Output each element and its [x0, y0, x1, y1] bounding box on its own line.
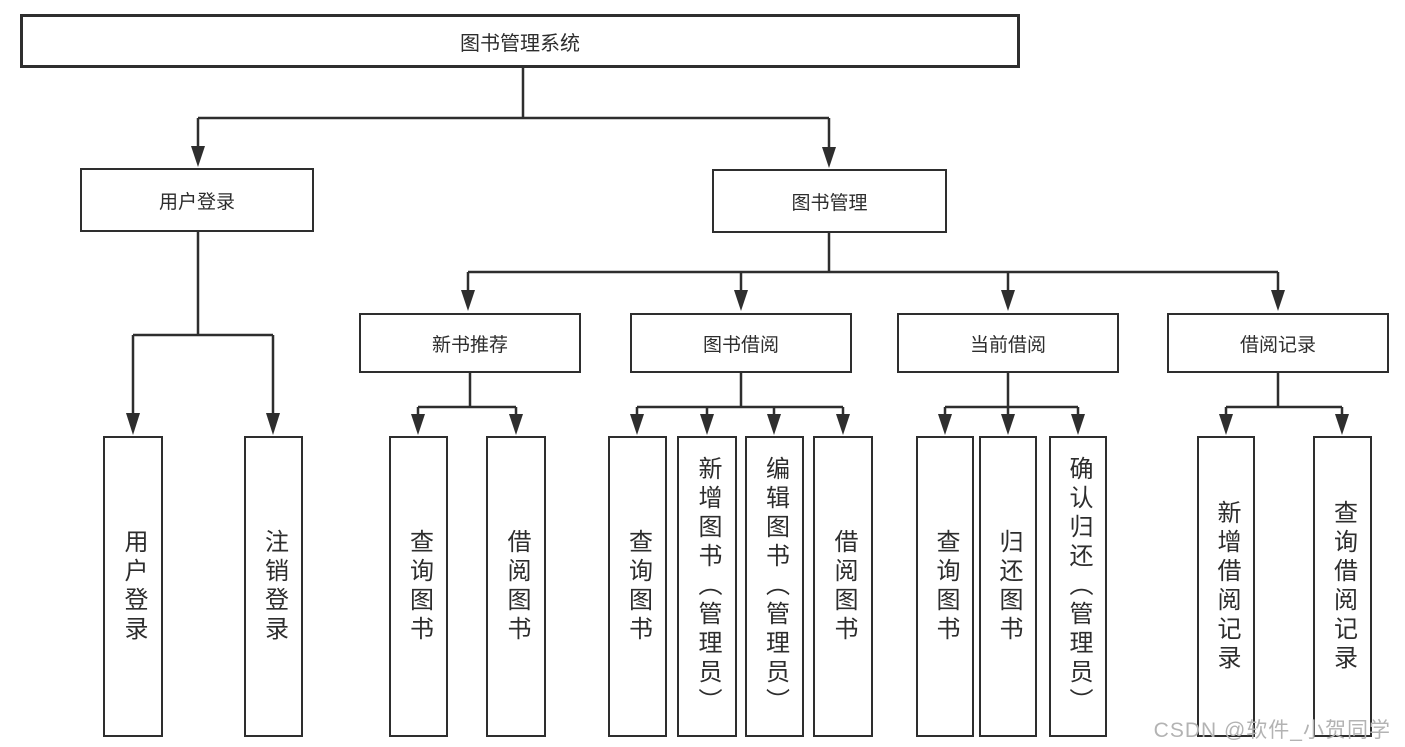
node-label: 注销登录 [260, 528, 288, 645]
node-label: 新书推荐 [431, 334, 508, 356]
arrow-down-icon [734, 290, 748, 311]
connector-bookborrow-to-leaves [635, 373, 845, 418]
node-label: 归还图书 [995, 528, 1022, 645]
arrow-down-icon [1219, 414, 1233, 435]
arrow-down-icon [836, 414, 850, 435]
arrow-down-icon [1271, 290, 1285, 311]
node-label: 查询图书 [405, 528, 433, 645]
arrow-down-icon [1071, 414, 1085, 435]
node-label: 查询图书 [932, 528, 959, 645]
node-label: 当前借阅 [969, 334, 1046, 356]
connector-bookmgmt-to-level3 [466, 233, 1280, 294]
node-label: 借阅图书 [503, 528, 530, 645]
leaf-user-login: 用户登录 [103, 436, 163, 737]
arrowheads [126, 146, 1349, 435]
arrow-down-icon [767, 414, 781, 435]
arrow-down-icon [630, 414, 644, 435]
node-library-management-system: 图书管理系统 [20, 14, 1020, 68]
arrow-down-icon [411, 414, 425, 435]
node-label: 借阅图书 [830, 528, 857, 645]
connector-userlogin-to-leaves [131, 232, 275, 417]
leaf-query-books-newbook: 查询图书 [389, 436, 448, 737]
arrow-down-icon [191, 146, 205, 167]
arrow-down-icon [266, 413, 280, 435]
node-label: 图书管理系统 [460, 32, 580, 55]
leaf-query-borrow-record: 查询借阅记录 [1313, 436, 1372, 737]
node-book-management-module: 图书管理 [712, 169, 947, 233]
node-label: 确认归还（管理员） [1065, 456, 1092, 717]
leaf-borrow-books-newbook: 借阅图书 [486, 436, 546, 737]
node-label: 借阅记录 [1239, 334, 1316, 356]
node-new-book-recommendation: 新书推荐 [359, 313, 581, 373]
leaf-query-books-current: 查询图书 [916, 436, 974, 737]
connector-root-to-level2 [196, 68, 831, 150]
arrow-down-icon [938, 414, 952, 435]
node-label: 新增图书（管理员） [694, 456, 721, 717]
arrow-down-icon [509, 414, 523, 435]
arrow-down-icon [822, 147, 836, 168]
node-current-borrowing: 当前借阅 [897, 313, 1119, 373]
node-label: 查询图书 [624, 528, 652, 645]
leaf-logout: 注销登录 [244, 436, 303, 737]
connector-borrowrecord-to-leaves [1224, 373, 1344, 418]
csdn-watermark: CSDN @软件_小贺同学 [1153, 719, 1391, 742]
node-label: 编辑图书（管理员） [761, 456, 789, 717]
connector-currentborrow-to-leaves [943, 373, 1080, 418]
leaf-edit-books-admin: 编辑图书（管理员） [745, 436, 804, 737]
leaf-borrow-books: 借阅图书 [813, 436, 873, 737]
node-label: 图书管理 [791, 192, 868, 214]
node-book-borrowing: 图书借阅 [630, 313, 852, 373]
leaf-add-borrow-record: 新增借阅记录 [1197, 436, 1255, 737]
leaf-add-books-admin: 新增图书（管理员） [677, 436, 737, 737]
node-label: 查询借阅记录 [1329, 499, 1357, 674]
node-label: 用户登录 [120, 528, 147, 645]
arrow-down-icon [126, 413, 140, 435]
arrow-down-icon [1001, 414, 1015, 435]
leaf-query-books-borrow: 查询图书 [608, 436, 667, 737]
leaf-confirm-return-admin: 确认归还（管理员） [1049, 436, 1107, 737]
node-user-login-module: 用户登录 [80, 168, 314, 232]
node-label: 用户登录 [158, 191, 235, 213]
arrow-down-icon [1335, 414, 1349, 435]
arrow-down-icon [700, 414, 714, 435]
arrow-down-icon [1001, 290, 1015, 311]
node-borrowing-records: 借阅记录 [1167, 313, 1389, 373]
connector-newbook-to-leaves [416, 373, 518, 418]
node-label: 新增借阅记录 [1213, 499, 1240, 674]
arrow-down-icon [461, 290, 475, 311]
node-label: 图书借阅 [702, 334, 779, 356]
leaf-return-books: 归还图书 [979, 436, 1037, 737]
